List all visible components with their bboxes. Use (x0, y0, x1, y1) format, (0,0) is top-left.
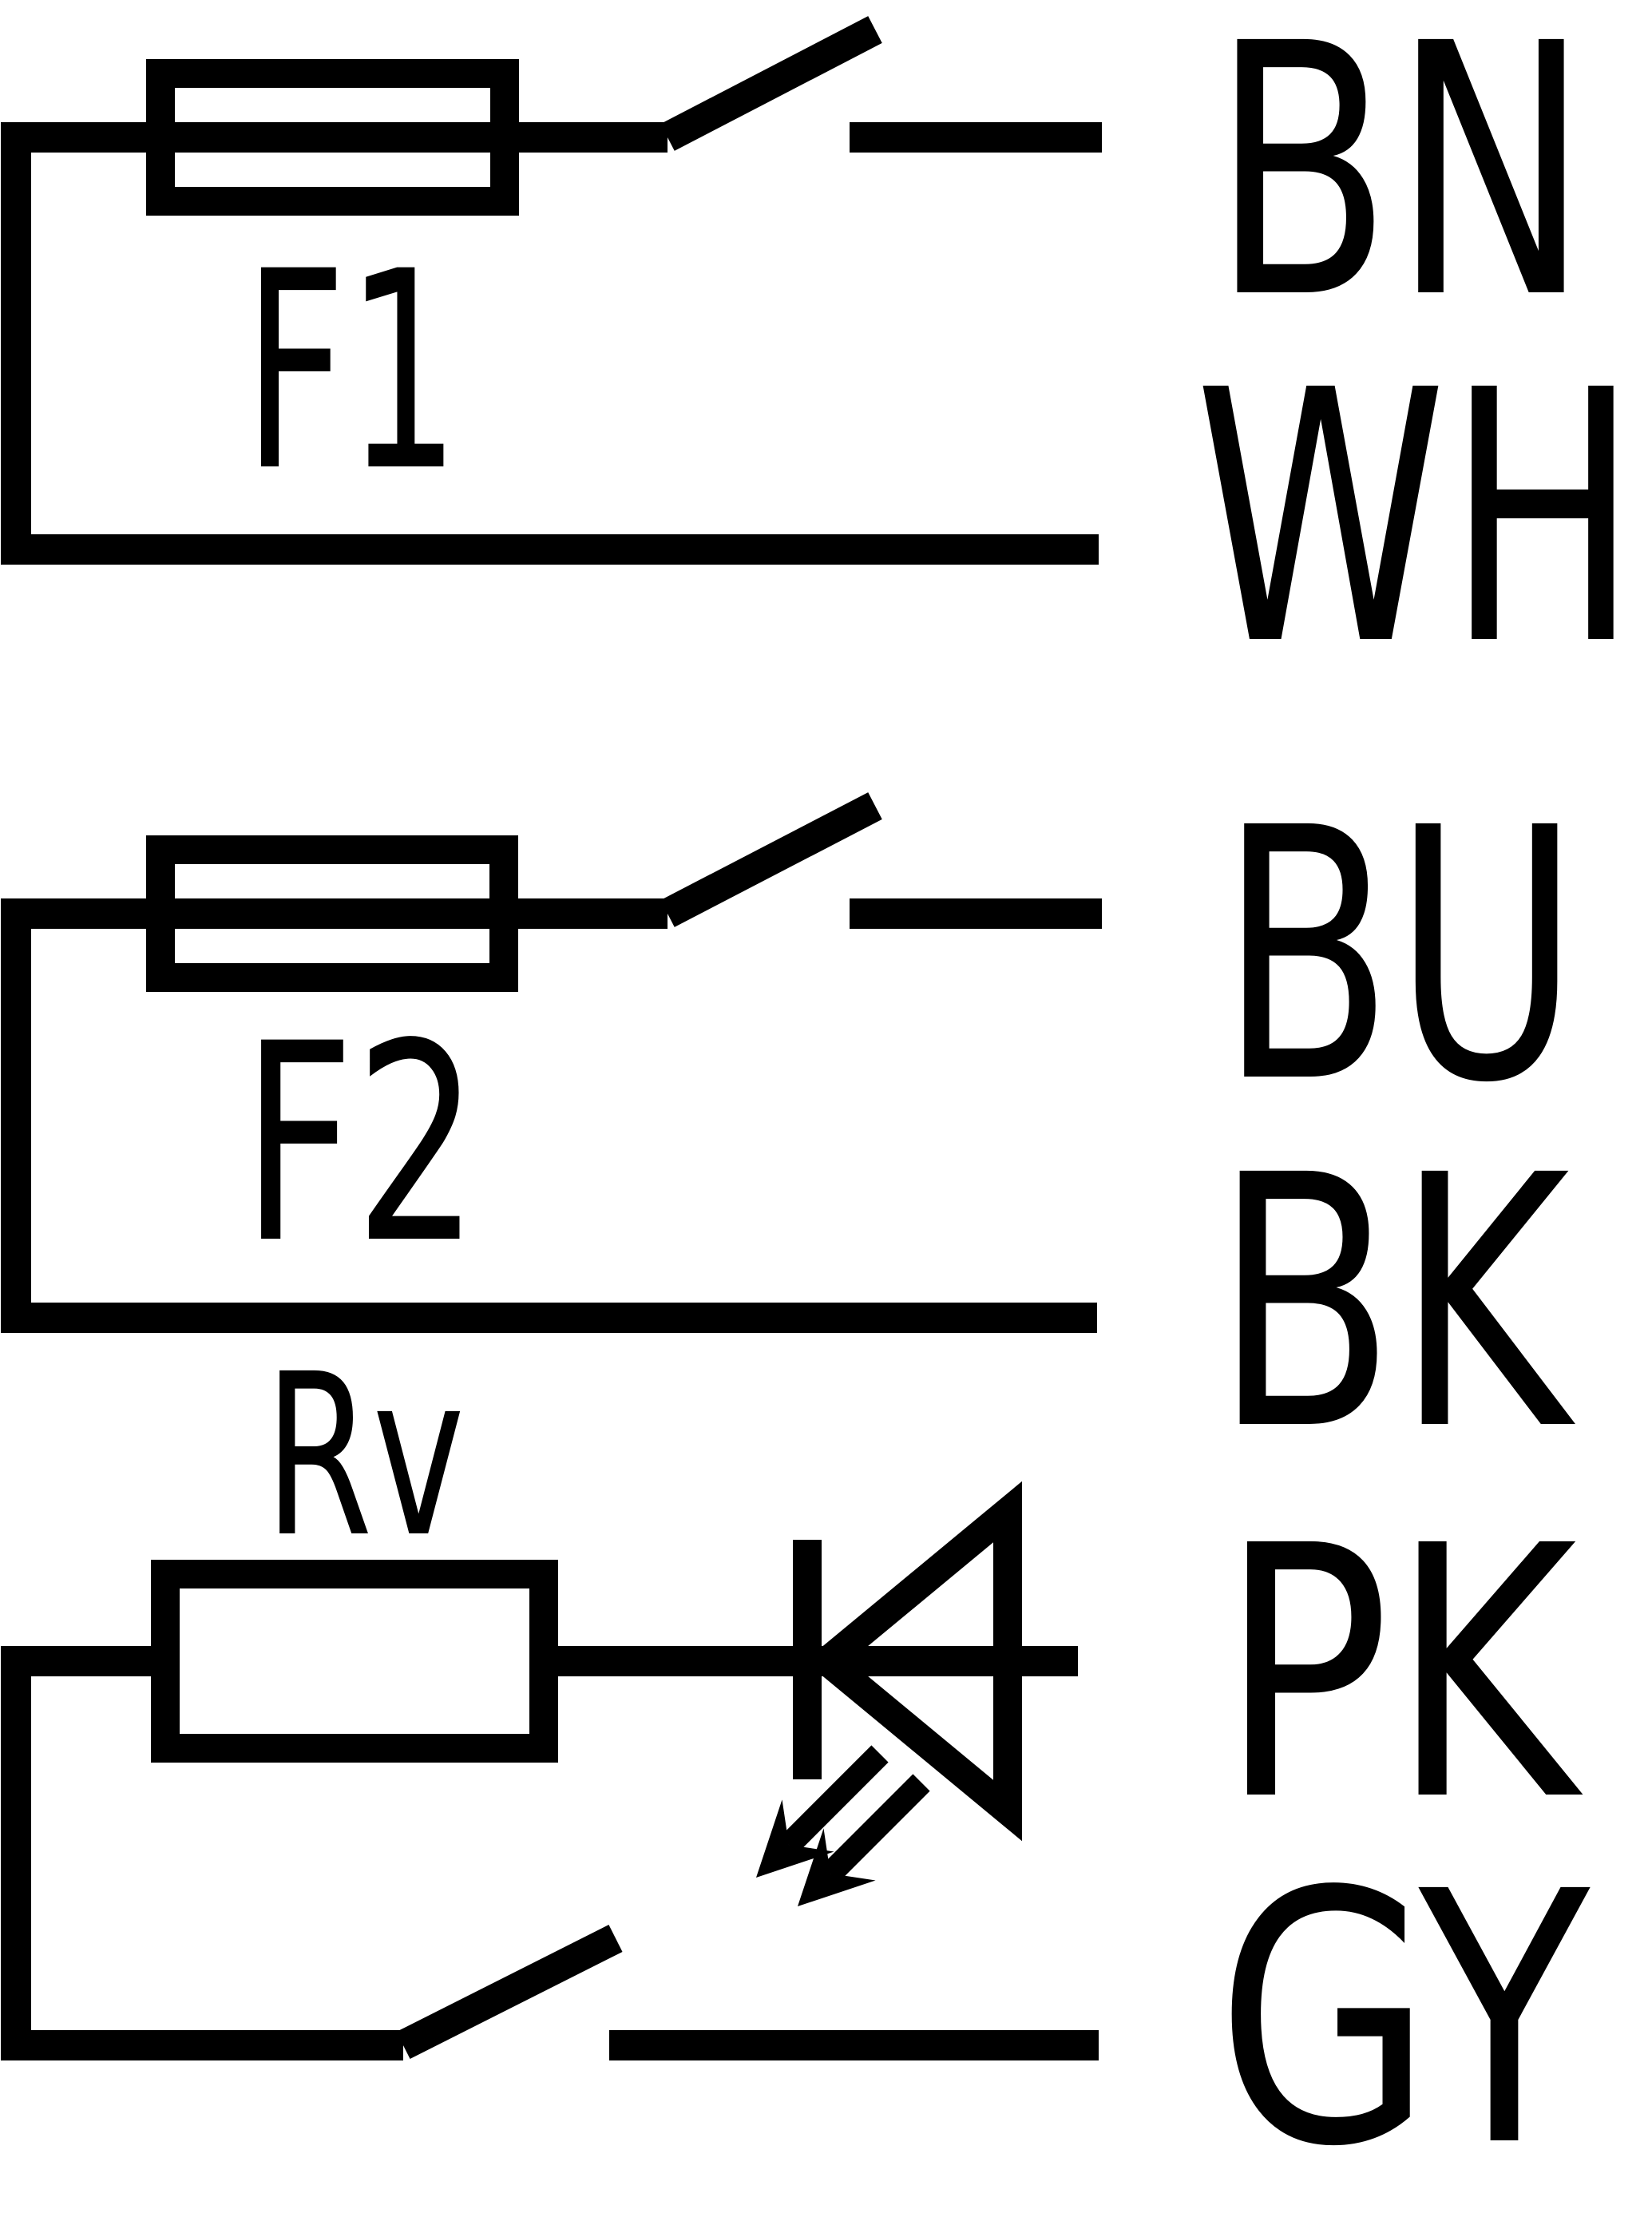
circuit-rv-led: Rv PK GY (1, 1327, 1594, 2223)
wire-color-label-bn: BN (1211, 0, 1590, 375)
led-triangle (804, 1481, 1022, 1842)
resistor-rv-symbol (151, 1560, 558, 1763)
switch-blade-3 (396, 1925, 623, 2059)
fuse-f1-label: F1 (244, 213, 460, 531)
wire-color-label-gy: GY (1216, 1818, 1594, 2223)
fuse-f2-symbol (146, 835, 518, 992)
switch-blade-2 (660, 792, 882, 927)
fuse-f1-symbol (146, 59, 519, 216)
fuse-f2-label: F2 (242, 986, 479, 1303)
switch-blade-1 (660, 16, 882, 151)
wire-color-label-wh: WH (1194, 316, 1638, 721)
wire-color-label-bk: BK (1214, 1101, 1579, 1506)
led-symbol (755, 1481, 1022, 1907)
wire-color-label-bu: BU (1219, 754, 1579, 1159)
led-light-arrow-2 (797, 1774, 930, 1907)
circuit-f2: F2 BU BK (1, 754, 1579, 1506)
resistor-rv-label: Rv (264, 1327, 465, 1587)
wire-color-label-pk: PK (1219, 1472, 1586, 1877)
circuit-f1: F1 BN WH (1, 0, 1638, 721)
